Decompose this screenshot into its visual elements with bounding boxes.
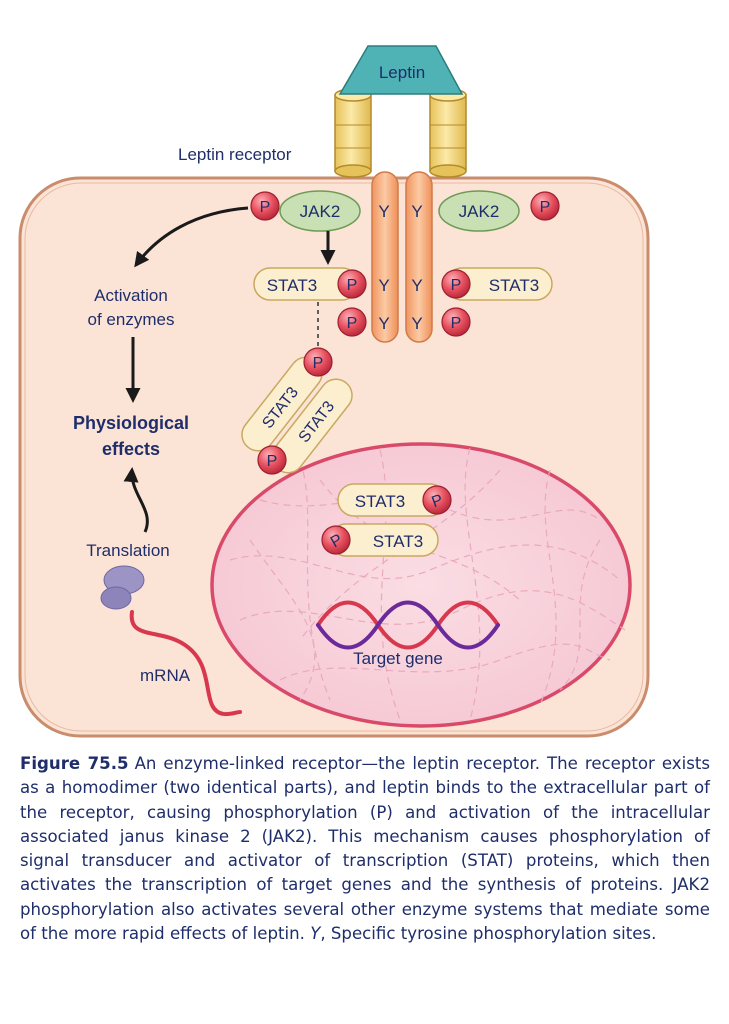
stat3-bound-right: STAT3 xyxy=(445,267,553,301)
svg-text:STAT3: STAT3 xyxy=(355,492,405,511)
svg-text:P: P xyxy=(347,277,358,294)
tyrosine-site: Y xyxy=(378,276,389,295)
jak2-left-label: JAK2 xyxy=(300,202,341,221)
stat3-nuclear-upper: STAT3 P xyxy=(337,483,452,517)
arrow-jak2-to-enzymes xyxy=(134,206,249,268)
cell-inner-line xyxy=(24,182,644,732)
stat3-dimer-phosphate-bottom: P xyxy=(257,445,287,475)
tyrosine-site: Y xyxy=(378,202,389,221)
physiological-effects-line2: effects xyxy=(102,439,160,459)
activation-label-line2: of enzymes xyxy=(88,310,175,329)
ribosome xyxy=(100,565,145,610)
stat3-bound-left: STAT3 xyxy=(253,267,359,301)
physiological-effects-line1: Physiological xyxy=(73,413,189,433)
tyrosine-site: Y xyxy=(411,276,422,295)
svg-text:P: P xyxy=(267,453,278,470)
activation-label-line1: Activation xyxy=(94,286,168,305)
mrna-strand xyxy=(129,610,242,717)
jak2-left: JAK2 xyxy=(279,190,361,232)
stat3-right-phosphate: P xyxy=(441,269,471,299)
receptor-left-phosphate: P xyxy=(337,307,367,337)
nucleus xyxy=(210,442,632,728)
receptor-transmembrane xyxy=(371,171,433,343)
svg-text:STAT3: STAT3 xyxy=(489,276,539,295)
jak2-left-phosphate: P xyxy=(250,191,280,221)
jak2-right-label: JAK2 xyxy=(459,202,500,221)
jak2-right-phosphate: P xyxy=(530,191,560,221)
leptin-label: Leptin xyxy=(379,63,425,82)
receptor-extracellular xyxy=(334,88,467,178)
svg-text:STAT3: STAT3 xyxy=(373,532,423,551)
target-gene-label: Target gene xyxy=(353,649,443,668)
mrna-label: mRNA xyxy=(140,666,191,685)
translation-label: Translation xyxy=(86,541,169,560)
leptin-receptor-label: Leptin receptor xyxy=(178,145,292,164)
receptor-right-phosphate: P xyxy=(441,307,471,337)
stat3-dimer: STAT3 STAT3 P P xyxy=(241,347,353,475)
stat3-dimer-phosphate-top: P xyxy=(303,347,333,377)
svg-text:P: P xyxy=(313,355,324,372)
figure-label: Figure 75.5 xyxy=(20,754,129,773)
arrow-translation-to-effects xyxy=(123,467,149,533)
svg-text:P: P xyxy=(451,277,462,294)
svg-text:P: P xyxy=(347,315,358,332)
svg-text:STAT3: STAT3 xyxy=(267,276,317,295)
stat3-left-phosphate: P xyxy=(337,269,367,299)
jak2-right: JAK2 xyxy=(438,190,520,232)
stat3-nuclear-lower: STAT3 P xyxy=(321,523,439,557)
leptin-receptor-diagram: Leptin Leptin receptor JAK2 P JAK2 P Y Y… xyxy=(18,45,650,738)
svg-text:P: P xyxy=(451,315,462,332)
svg-text:P: P xyxy=(260,199,271,216)
tyrosine-sites: Y Y Y Y Y Y xyxy=(378,202,422,333)
caption-y-symbol: Y xyxy=(310,924,321,944)
target-gene-dna xyxy=(316,600,500,650)
svg-text:P: P xyxy=(540,199,551,216)
tyrosine-site: Y xyxy=(378,314,389,333)
leptin-ligand: Leptin xyxy=(338,45,464,95)
caption-y-definition: , Specific tyrosine phosphorylation site… xyxy=(320,924,657,944)
tyrosine-site: Y xyxy=(411,202,422,221)
tyrosine-site: Y xyxy=(411,314,422,333)
caption-text: An enzyme-linked receptor—the leptin rec… xyxy=(20,754,710,944)
